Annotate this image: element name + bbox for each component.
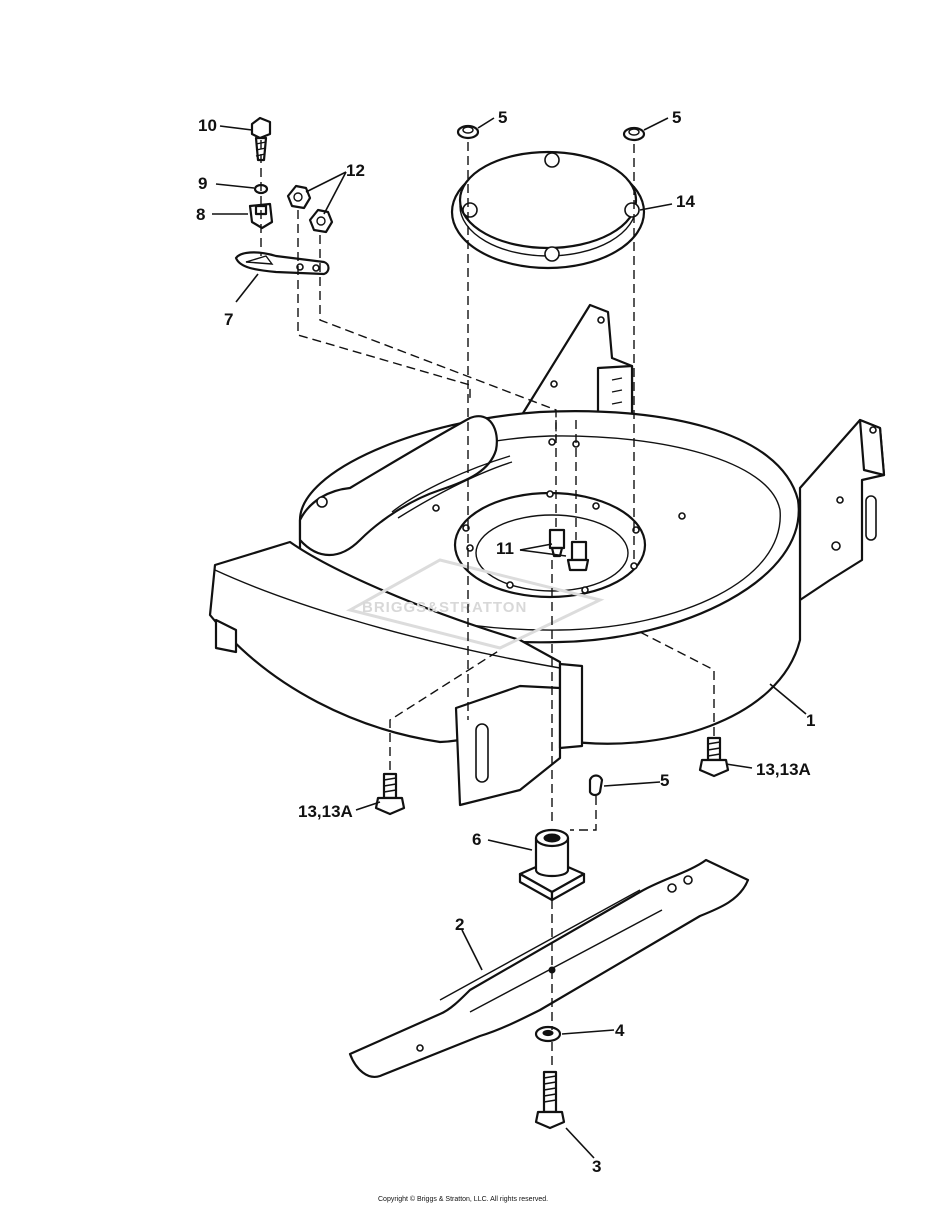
screw-part-10 [250, 116, 272, 162]
plug-part-5-right [622, 126, 646, 142]
callout-14: 14 [676, 192, 695, 211]
copyright-notice: Copyright © Briggs & Stratton, LLC. All … [378, 1195, 548, 1203]
brand-watermark: BRIGGS&STRATTON [345, 558, 605, 650]
callout-13-right: 13,13A [756, 760, 811, 779]
callout-5-right: 5 [672, 108, 681, 127]
plug-part-5-left [456, 124, 480, 140]
blade-adapter-part-6 [518, 828, 586, 902]
callout-3: 3 [592, 1157, 601, 1176]
baffle-ring-part-14 [450, 150, 646, 270]
callout-2: 2 [455, 915, 464, 934]
washer-part-4 [534, 1025, 562, 1043]
callout-labels: 10 9 8 7 12 5 5 14 11 1 13,13A 13,13A 5 … [196, 108, 815, 1176]
blade-bolt-part-3 [534, 1070, 566, 1130]
callout-9: 9 [198, 174, 207, 193]
blade-part-2 [348, 858, 750, 1078]
svg-text:BRIGGS&STRATTON: BRIGGS&STRATTON [362, 599, 527, 616]
callout-1: 1 [806, 711, 815, 730]
callout-5-left: 5 [498, 108, 507, 127]
callout-7: 7 [224, 310, 233, 329]
callout-4: 4 [615, 1021, 625, 1040]
callout-6: 6 [472, 830, 481, 849]
callout-8: 8 [196, 205, 205, 224]
callout-5-lower: 5 [660, 771, 669, 790]
assembly-lines [260, 140, 715, 1070]
bolt-part-13-left [374, 772, 406, 816]
bracket-part-7 [234, 251, 330, 276]
bolt-part-13-right [698, 736, 730, 778]
callout-11: 11 [496, 539, 514, 558]
callout-13-left: 13,13A [298, 802, 353, 821]
locknuts-part-12 [286, 184, 334, 234]
mower-deck: BRIGGS&STRATTON [208, 303, 886, 807]
callout-10: 10 [198, 116, 217, 135]
key-part-5 [588, 774, 604, 797]
callout-12: 12 [346, 161, 365, 180]
leader-lines [212, 117, 807, 1159]
